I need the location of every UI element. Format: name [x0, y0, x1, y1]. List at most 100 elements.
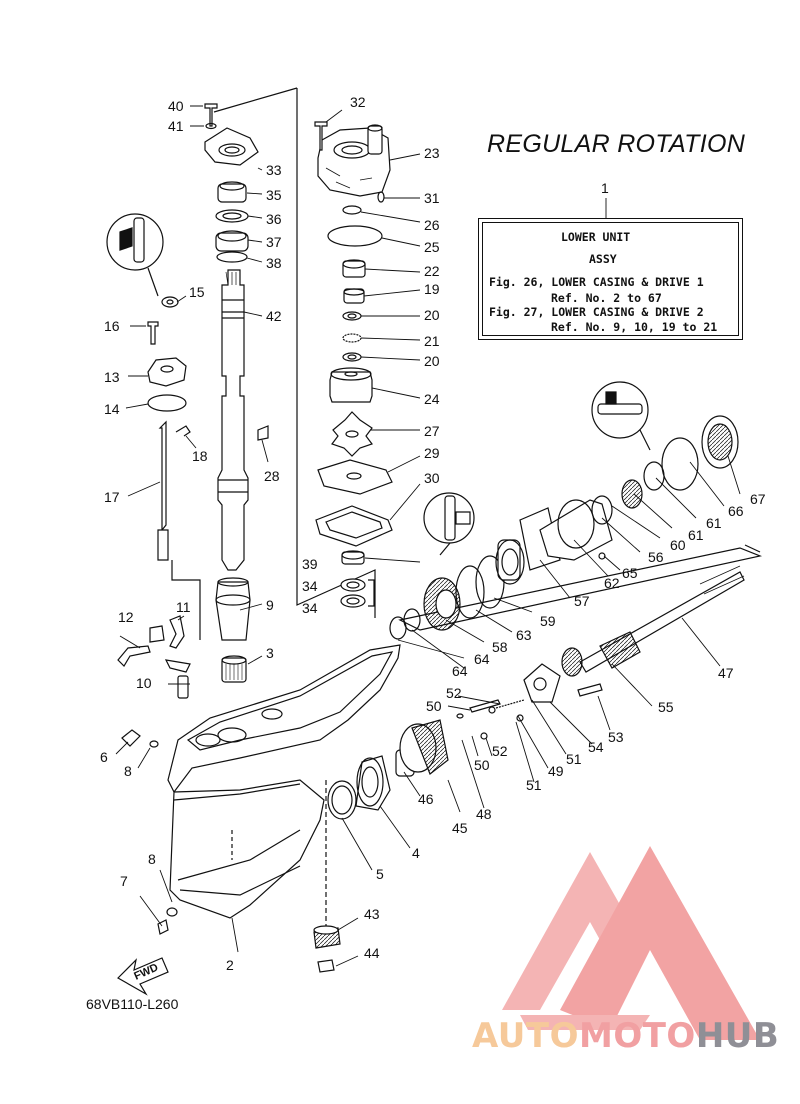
detail-magnifier-1 — [106, 213, 164, 297]
watermark-part-b: MOTO — [578, 1016, 696, 1056]
callout-number: 48 — [476, 806, 492, 822]
callout-numbers: 40 41 33 35 36 37 38 42 15 16 13 14 18 1… — [100, 94, 766, 973]
water-pump-housing — [314, 121, 391, 203]
leader-lines — [115, 105, 741, 967]
callout-number: 47 — [718, 665, 734, 681]
driveshaft-upper-parts — [204, 103, 259, 263]
callout-number: 45 — [452, 820, 468, 836]
callout-number: 38 — [266, 255, 282, 271]
callout-number: 25 — [424, 239, 440, 255]
callout-number: 41 — [168, 118, 184, 134]
lower-casing — [167, 644, 401, 919]
callout-number: 61 — [688, 527, 704, 543]
callout-number: 1 — [601, 180, 609, 196]
callout-number: 62 — [604, 575, 620, 591]
ref-box-line-5: Fig. 27, LOWER CASING & DRIVE 2 — [489, 305, 704, 319]
callout-number: 2 — [226, 957, 234, 973]
callout-number: 28 — [264, 468, 280, 484]
callout-number: 37 — [266, 234, 282, 250]
callout-number: 26 — [424, 217, 440, 233]
shift-rod-parts — [147, 296, 191, 561]
diagram-title: REGULAR ROTATION — [487, 130, 746, 158]
callout-number: 64 — [474, 651, 490, 667]
callout-number: 13 — [104, 369, 120, 385]
callout-number: 63 — [516, 627, 532, 643]
propeller-shaft-bearings — [327, 699, 501, 820]
callout-number: 21 — [424, 333, 440, 349]
watermark-part-c: HUB — [695, 1016, 780, 1056]
callout-number: 50 — [426, 698, 442, 714]
callout-number: 8 — [124, 763, 132, 779]
ref-box-line-3: Fig. 26, LOWER CASING & DRIVE 1 — [489, 275, 704, 289]
callout-number: 64 — [452, 663, 468, 679]
fwd-arrow — [117, 957, 169, 996]
callout-number: 51 — [526, 777, 542, 793]
reference-box-inner — [482, 222, 739, 336]
callout-number: 15 — [189, 284, 205, 300]
callout-number: 16 — [104, 318, 120, 334]
callout-number: 51 — [566, 751, 582, 767]
detail-magnifier-2 — [423, 492, 475, 556]
callout-number: 20 — [424, 307, 440, 323]
callout-number: 56 — [648, 549, 664, 565]
callout-number: 4 — [412, 845, 420, 861]
callout-number: 61 — [706, 515, 722, 531]
callout-number: 66 — [728, 503, 744, 519]
callout-number: 23 — [424, 145, 440, 161]
pinion-and-nut — [313, 780, 341, 973]
ref-box-line-2: ASSY — [589, 252, 617, 266]
callout-number: 44 — [364, 945, 380, 961]
callout-number: 46 — [418, 791, 434, 807]
callout-number: 34 — [302, 578, 318, 594]
water-pump-parts — [315, 205, 393, 608]
pin-part — [257, 425, 269, 441]
callout-number: 39 — [302, 556, 318, 572]
ref-box-line-4: Ref. No. 2 to 67 — [551, 291, 662, 305]
small-fasteners — [117, 615, 191, 935]
callout-number: 31 — [424, 190, 440, 206]
reference-box: LOWER UNIT ASSY Fig. 26, LOWER CASING & … — [478, 218, 743, 340]
callout-number: 33 — [266, 162, 282, 178]
callout-number: 8 — [148, 851, 156, 867]
callout-number: 52 — [492, 743, 508, 759]
callout-number: 60 — [670, 537, 686, 553]
drawing-code: 68VB110-L260 — [86, 996, 179, 1012]
callout-number: 7 — [120, 873, 128, 889]
callout-number: 24 — [424, 391, 440, 407]
callout-number: 5 — [376, 866, 384, 882]
propeller-shaft — [480, 565, 745, 740]
callout-number: 67 — [750, 491, 766, 507]
callout-number: 19 — [424, 281, 440, 297]
drive-shaft — [217, 269, 249, 571]
callout-number: 35 — [266, 187, 282, 203]
gear-assembly — [389, 415, 763, 640]
callout-number: 57 — [574, 593, 590, 609]
callout-number: 9 — [266, 597, 274, 613]
callout-number: 65 — [622, 565, 638, 581]
callout-number: 58 — [492, 639, 508, 655]
callout-number: 53 — [608, 729, 624, 745]
callout-number: 14 — [104, 401, 120, 417]
detail-magnifier-3 — [591, 381, 651, 451]
callout-number: 22 — [424, 263, 440, 279]
watermark-text: AUTOMOTOHUB — [472, 1016, 779, 1056]
callout-number: 54 — [588, 739, 604, 755]
callout-number: 18 — [192, 448, 208, 464]
callout-number: 55 — [658, 699, 674, 715]
callout-number: 34 — [302, 600, 318, 616]
callout-number: 30 — [424, 470, 440, 486]
callout-number: 43 — [364, 906, 380, 922]
ref-box-line-6: Ref. No. 9, 10, 19 to 21 — [551, 320, 718, 334]
callout-number: 3 — [266, 645, 274, 661]
callout-number: 10 — [136, 675, 152, 691]
callout-number: 42 — [266, 308, 282, 324]
callout-number: 20 — [424, 353, 440, 369]
callout-number: 40 — [168, 98, 184, 114]
callout-number: 12 — [118, 609, 134, 625]
callout-number: 6 — [100, 749, 108, 765]
callout-number: 59 — [540, 613, 556, 629]
callout-number: 17 — [104, 489, 120, 505]
callout-number: 52 — [446, 685, 462, 701]
callout-number: 36 — [266, 211, 282, 227]
